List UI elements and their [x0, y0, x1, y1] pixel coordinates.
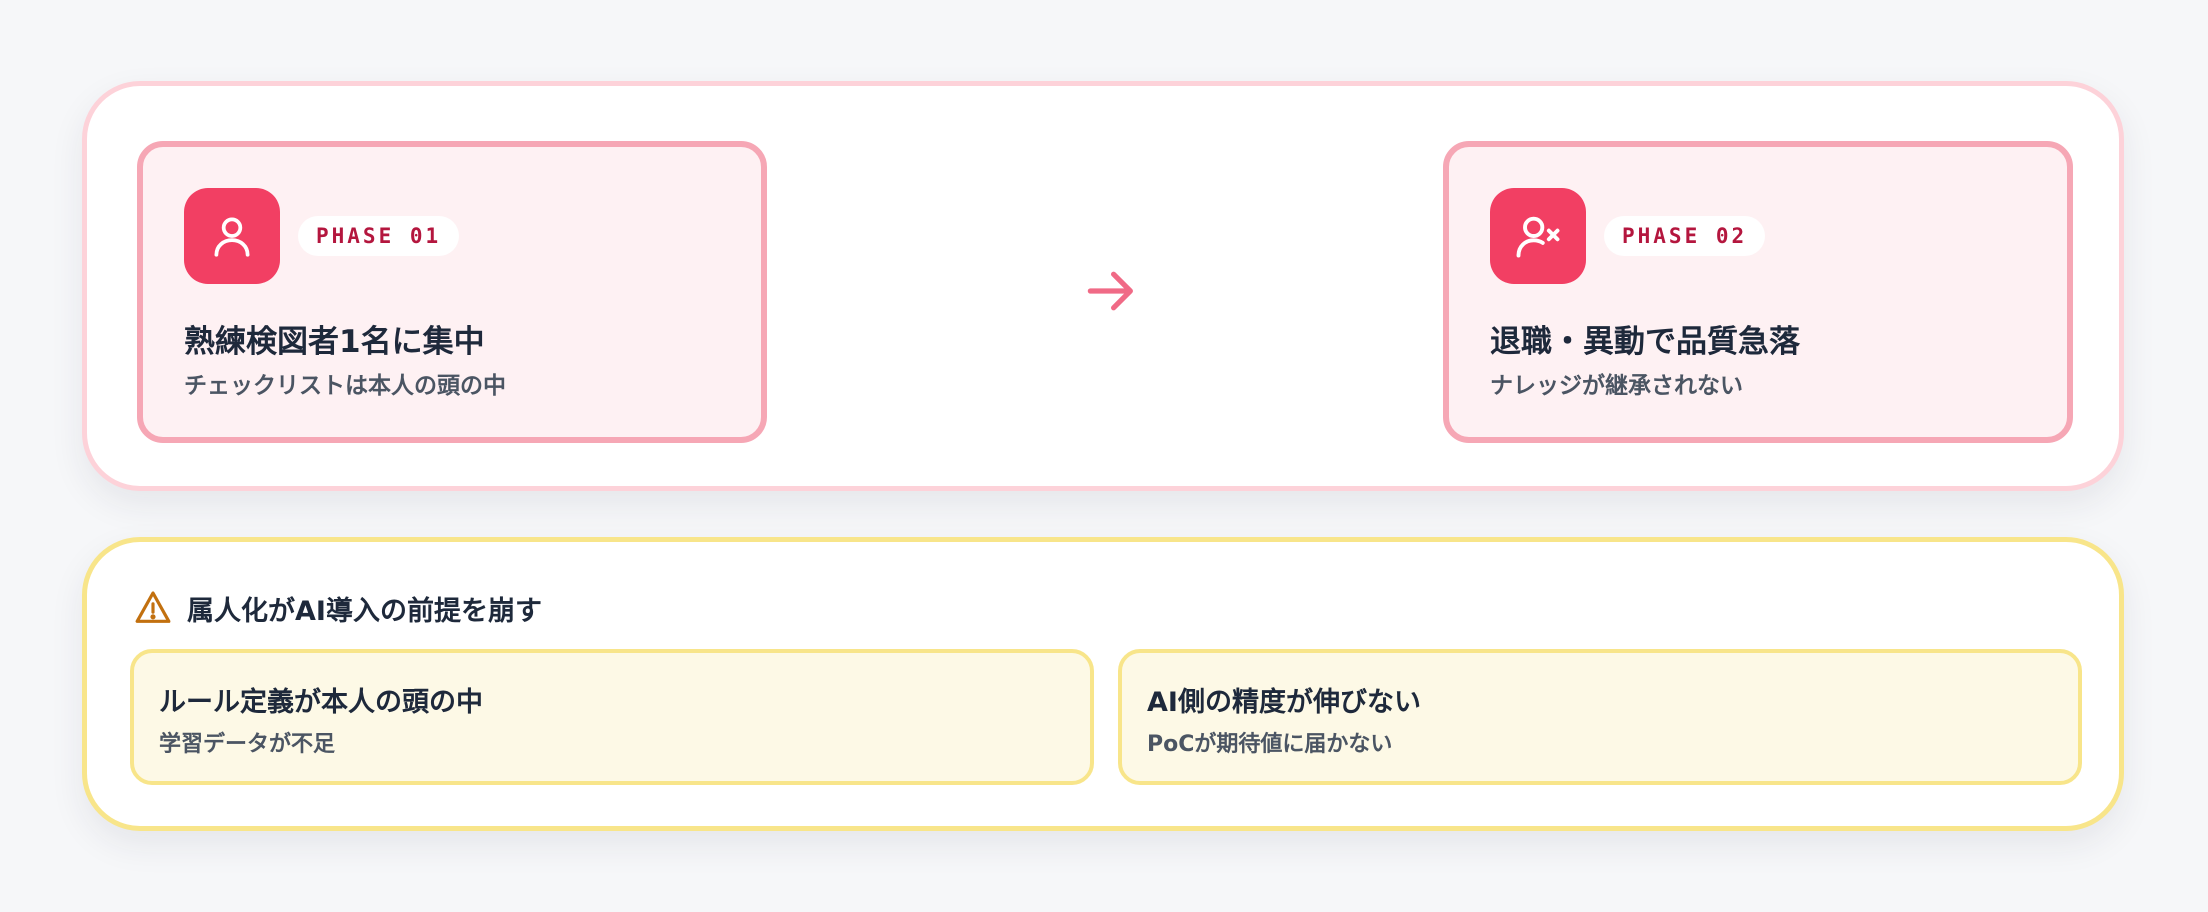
warning-icon	[135, 591, 171, 623]
phase-subtitle: チェックリストは本人の頭の中	[184, 373, 506, 399]
warning-header: 属人化がAI導入の前提を崩す	[133, 586, 542, 630]
phase-subtitle: ナレッジが継承されない	[1490, 373, 1743, 399]
warning-title: 属人化がAI導入の前提を崩す	[187, 595, 542, 627]
phase-card-01: PHASE 01 熟練検図者1名に集中 チェックリストは本人の頭の中	[137, 141, 767, 443]
phase-badge: PHASE 02	[1604, 216, 1766, 256]
warning-item-desc: PoCが期待値に届かない	[1147, 732, 1393, 757]
phase-title: 退職・異動で品質急落	[1490, 324, 1800, 360]
user-icon	[184, 188, 280, 284]
phase-title: 熟練検図者1名に集中	[184, 324, 485, 360]
warning-item-title: ルール定義が本人の頭の中	[159, 687, 483, 718]
phase-card-02: PHASE 02 退職・異動で品質急落 ナレッジが継承されない	[1443, 141, 2073, 443]
phase-transition-panel: PHASE 01 熟練検図者1名に集中 チェックリストは本人の頭の中 PHASE…	[82, 81, 2124, 491]
warning-item: AI側の精度が伸びない PoCが期待値に届かない	[1118, 649, 2082, 785]
arrow-right-icon	[1087, 271, 1133, 311]
warning-panel: 属人化がAI導入の前提を崩す ルール定義が本人の頭の中 学習データが不足 AI側…	[82, 537, 2124, 831]
phase-badge: PHASE 01	[298, 216, 460, 256]
warning-item: ルール定義が本人の頭の中 学習データが不足	[130, 649, 1094, 785]
warning-item-title: AI側の精度が伸びない	[1147, 687, 1421, 718]
warning-item-desc: 学習データが不足	[159, 732, 336, 757]
user-remove-icon	[1490, 188, 1586, 284]
